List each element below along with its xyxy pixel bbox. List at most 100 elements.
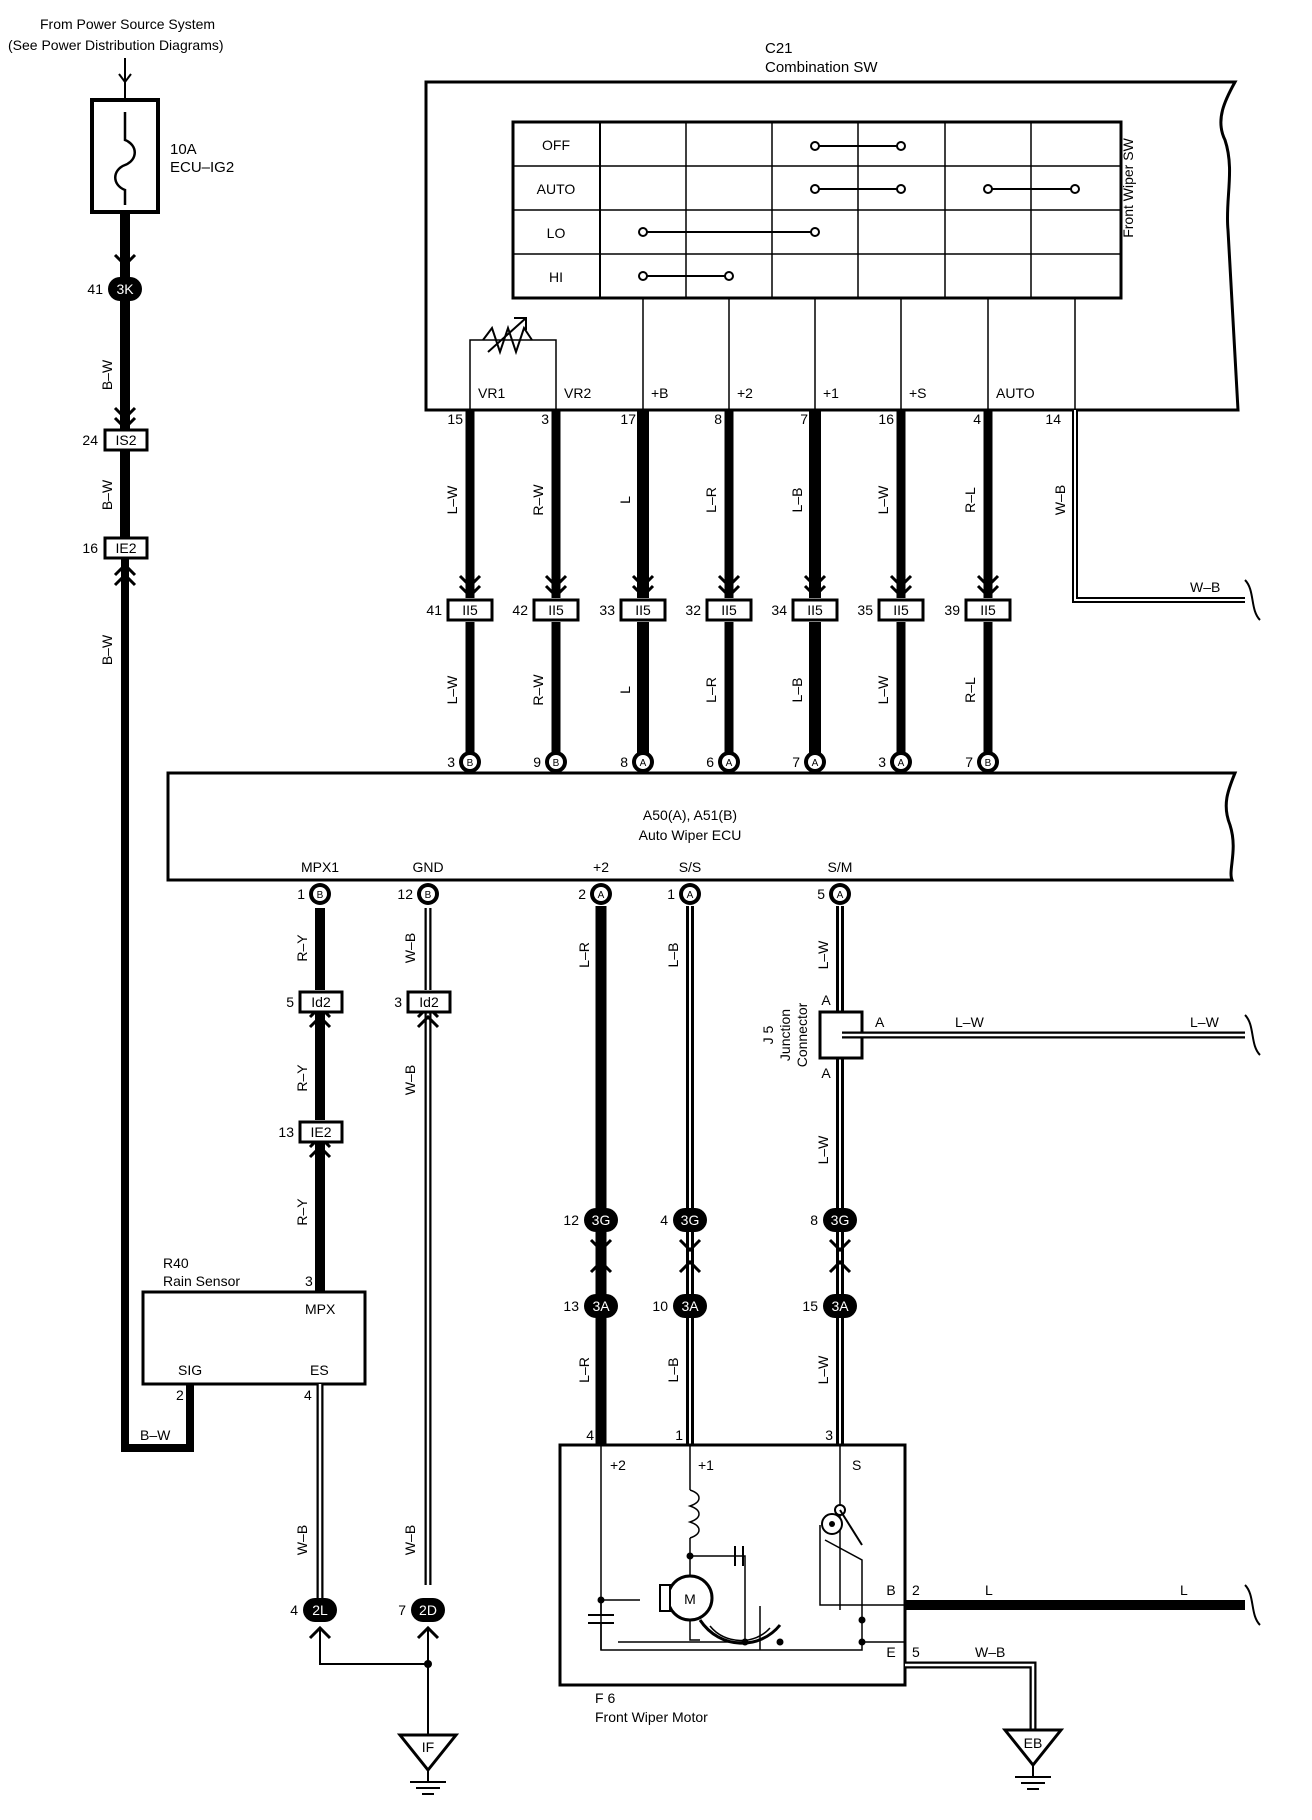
svg-text:+2: +2 <box>593 859 609 875</box>
svg-text:1: 1 <box>675 1427 683 1443</box>
svg-text:L–R: L–R <box>703 487 719 513</box>
ground-if-icon: IF <box>396 1733 460 1795</box>
cam-icon <box>698 1619 782 1645</box>
svg-text:1: 1 <box>667 886 675 902</box>
combo-id: C21 <box>765 40 793 57</box>
pin-14: 14 <box>1045 411 1061 427</box>
svg-text:12: 12 <box>397 886 413 902</box>
svg-text:15: 15 <box>447 411 463 427</box>
svg-text:S: S <box>852 1457 861 1473</box>
svg-text:Id2: Id2 <box>419 994 439 1010</box>
svg-text:II5: II5 <box>807 602 823 618</box>
svg-text:B: B <box>467 758 474 769</box>
svg-text:+2: +2 <box>610 1457 626 1473</box>
svg-text:M: M <box>684 1591 696 1607</box>
svg-text:L–W: L–W <box>815 1355 831 1385</box>
row-auto: AUTO <box>537 181 576 197</box>
fuse-name: ECU–IG2 <box>170 159 234 176</box>
svg-text:L–B: L–B <box>789 678 805 703</box>
svg-text:2: 2 <box>176 1387 184 1403</box>
wire-label: W–B <box>294 1525 310 1555</box>
svg-text:B: B <box>985 758 992 769</box>
svg-text:IE2: IE2 <box>115 540 136 556</box>
wire-label: W–B <box>1052 485 1068 515</box>
svg-text:3A: 3A <box>592 1298 610 1314</box>
svg-text:3: 3 <box>305 1273 313 1289</box>
svg-text:B: B <box>425 890 432 901</box>
motor-id: F 6 <box>595 1690 615 1706</box>
svg-text:16: 16 <box>878 411 894 427</box>
svg-text:B: B <box>553 758 560 769</box>
svg-text:1: 1 <box>297 886 305 902</box>
svg-text:24: 24 <box>82 432 98 448</box>
wire-label: B–W <box>99 359 115 390</box>
svg-text:IS2: IS2 <box>115 432 136 448</box>
svg-text:3: 3 <box>541 411 549 427</box>
svg-text:II5: II5 <box>980 602 996 618</box>
row-lo: LO <box>547 225 566 241</box>
svg-text:S/S: S/S <box>679 859 702 875</box>
fuse-icon <box>114 112 136 205</box>
svg-text:3A: 3A <box>681 1298 699 1314</box>
svg-text:2: 2 <box>578 886 586 902</box>
ecu-bottom-pin: S/S A 1 <box>667 859 701 905</box>
svg-text:A: A <box>598 890 605 901</box>
svg-text:L–W: L–W <box>875 675 891 705</box>
coil-icon <box>687 1489 700 1539</box>
ecu-bottom-pin: S/MA5 <box>817 859 852 905</box>
motor-internal-circuit <box>600 1445 905 1651</box>
svg-text:3A: 3A <box>831 1298 849 1314</box>
svg-text:41: 41 <box>426 602 442 618</box>
svg-text:7: 7 <box>792 754 800 770</box>
motor-b: B <box>886 1582 895 1598</box>
svg-text:A: A <box>821 1065 831 1081</box>
svg-text:5: 5 <box>817 886 825 902</box>
svg-text:3G: 3G <box>831 1212 850 1228</box>
wire-label: B–W <box>140 1427 171 1443</box>
auto-wiper-ecu <box>166 771 1238 882</box>
variable-resistor-icon <box>482 324 533 356</box>
svg-text:17: 17 <box>620 411 636 427</box>
svg-text:15: 15 <box>802 1298 818 1314</box>
wire-label: L <box>985 1582 993 1598</box>
connector-3k: 3K 41 <box>87 277 142 301</box>
svg-text:A: A <box>640 758 647 769</box>
svg-text:13: 13 <box>563 1298 579 1314</box>
svg-text:EB: EB <box>1024 1735 1043 1751</box>
svg-text:16: 16 <box>82 540 98 556</box>
rain-sensor <box>141 1290 367 1386</box>
svg-text:L–W: L–W <box>1190 1014 1220 1030</box>
wire-label: B–W <box>99 634 115 665</box>
svg-text:2L: 2L <box>312 1602 328 1618</box>
svg-text:J 5: J 5 <box>760 1025 776 1044</box>
svg-text:3G: 3G <box>681 1212 700 1228</box>
switch-icon <box>821 1504 863 1546</box>
svg-text:L–W: L–W <box>875 485 891 515</box>
svg-text:L–W: L–W <box>444 675 460 705</box>
svg-text:3: 3 <box>394 994 402 1010</box>
connector-is2: IS2 24 <box>82 428 149 452</box>
svg-text:13: 13 <box>278 1124 294 1140</box>
svg-text:L–W: L–W <box>815 1135 831 1165</box>
wire-label: W–B <box>402 1065 418 1095</box>
sensor-sig: SIG <box>178 1362 202 1378</box>
svg-text:A: A <box>687 890 694 901</box>
svg-text:35: 35 <box>857 602 873 618</box>
svg-text:+S: +S <box>909 385 927 401</box>
svg-text:3: 3 <box>878 754 886 770</box>
svg-text:7: 7 <box>800 411 808 427</box>
svg-text:A: A <box>898 758 905 769</box>
svg-text:L–R: L–R <box>703 677 719 703</box>
motor-name: Front Wiper Motor <box>595 1709 708 1725</box>
svg-text:33: 33 <box>599 602 615 618</box>
wire-label: B–W <box>99 479 115 510</box>
svg-text:II5: II5 <box>548 602 564 618</box>
svg-text:R–W: R–W <box>530 674 546 706</box>
